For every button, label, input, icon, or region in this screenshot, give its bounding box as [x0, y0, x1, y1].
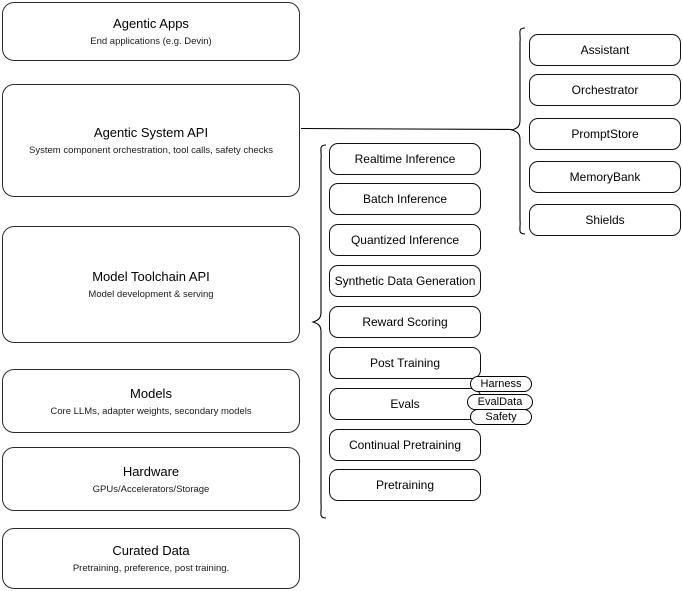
system-component-shields[interactable]: Shields — [529, 204, 681, 236]
system-components-brace — [510, 27, 526, 235]
layer-models[interactable]: Models Core LLMs, adapter weights, secon… — [2, 369, 300, 433]
capability-post-training[interactable]: Post Training — [329, 347, 481, 379]
system-component-promptstore[interactable]: PromptStore — [529, 118, 681, 150]
capability-evals[interactable]: Evals — [329, 388, 481, 420]
system-api-link-line — [300, 127, 513, 131]
toolchain-capabilities-brace — [311, 144, 327, 519]
eval-tag-evaldata[interactable]: EvalData — [467, 394, 533, 410]
layer-subtitle: GPUs/Accelerators/Storage — [92, 483, 210, 495]
layer-title: Agentic Apps — [113, 16, 189, 31]
system-component-memorybank[interactable]: MemoryBank — [529, 161, 681, 193]
capability-continual-pretraining[interactable]: Continual Pretraining — [329, 429, 481, 461]
capability-batch-inference[interactable]: Batch Inference — [329, 183, 481, 215]
layer-title: Hardware — [122, 463, 180, 479]
layer-subtitle: Pretraining, preference, post training. — [72, 563, 230, 574]
eval-tag-safety[interactable]: Safety — [470, 409, 532, 425]
capability-quantized-inference[interactable]: Quantized Inference — [329, 224, 481, 256]
layer-title: Model Toolchain API — [92, 269, 210, 284]
layer-agentic-system-api[interactable]: Agentic System API System component orch… — [2, 84, 300, 197]
eval-tag-harness[interactable]: Harness — [470, 376, 532, 392]
capability-reward-scoring[interactable]: Reward Scoring — [329, 306, 481, 338]
layer-title: Curated Data — [112, 543, 190, 558]
capability-realtime-inference[interactable]: Realtime Inference — [329, 143, 481, 175]
layer-title: Agentic System API — [93, 125, 209, 140]
layer-curated-data[interactable]: Curated Data Pretraining, preference, po… — [2, 528, 300, 589]
layer-subtitle: End applications (e.g. Devin) — [90, 36, 212, 47]
capability-synthetic-data-generation[interactable]: Synthetic Data Generation — [329, 265, 481, 297]
layer-subtitle: Core LLMs, adapter weights, secondary mo… — [50, 405, 252, 417]
layer-subtitle: System component orchestration, tool cal… — [29, 145, 273, 156]
layer-hardware[interactable]: Hardware GPUs/Accelerators/Storage — [2, 447, 300, 511]
capability-pretraining[interactable]: Pretraining — [329, 469, 481, 501]
layer-model-toolchain-api[interactable]: Model Toolchain API Model development & … — [2, 226, 300, 343]
layer-subtitle: Model development & serving — [88, 289, 214, 300]
system-component-assistant[interactable]: Assistant — [529, 34, 681, 66]
layer-agentic-apps[interactable]: Agentic Apps End applications (e.g. Devi… — [2, 2, 300, 61]
layer-title: Models — [130, 385, 172, 401]
system-component-orchestrator[interactable]: Orchestrator — [529, 74, 681, 106]
